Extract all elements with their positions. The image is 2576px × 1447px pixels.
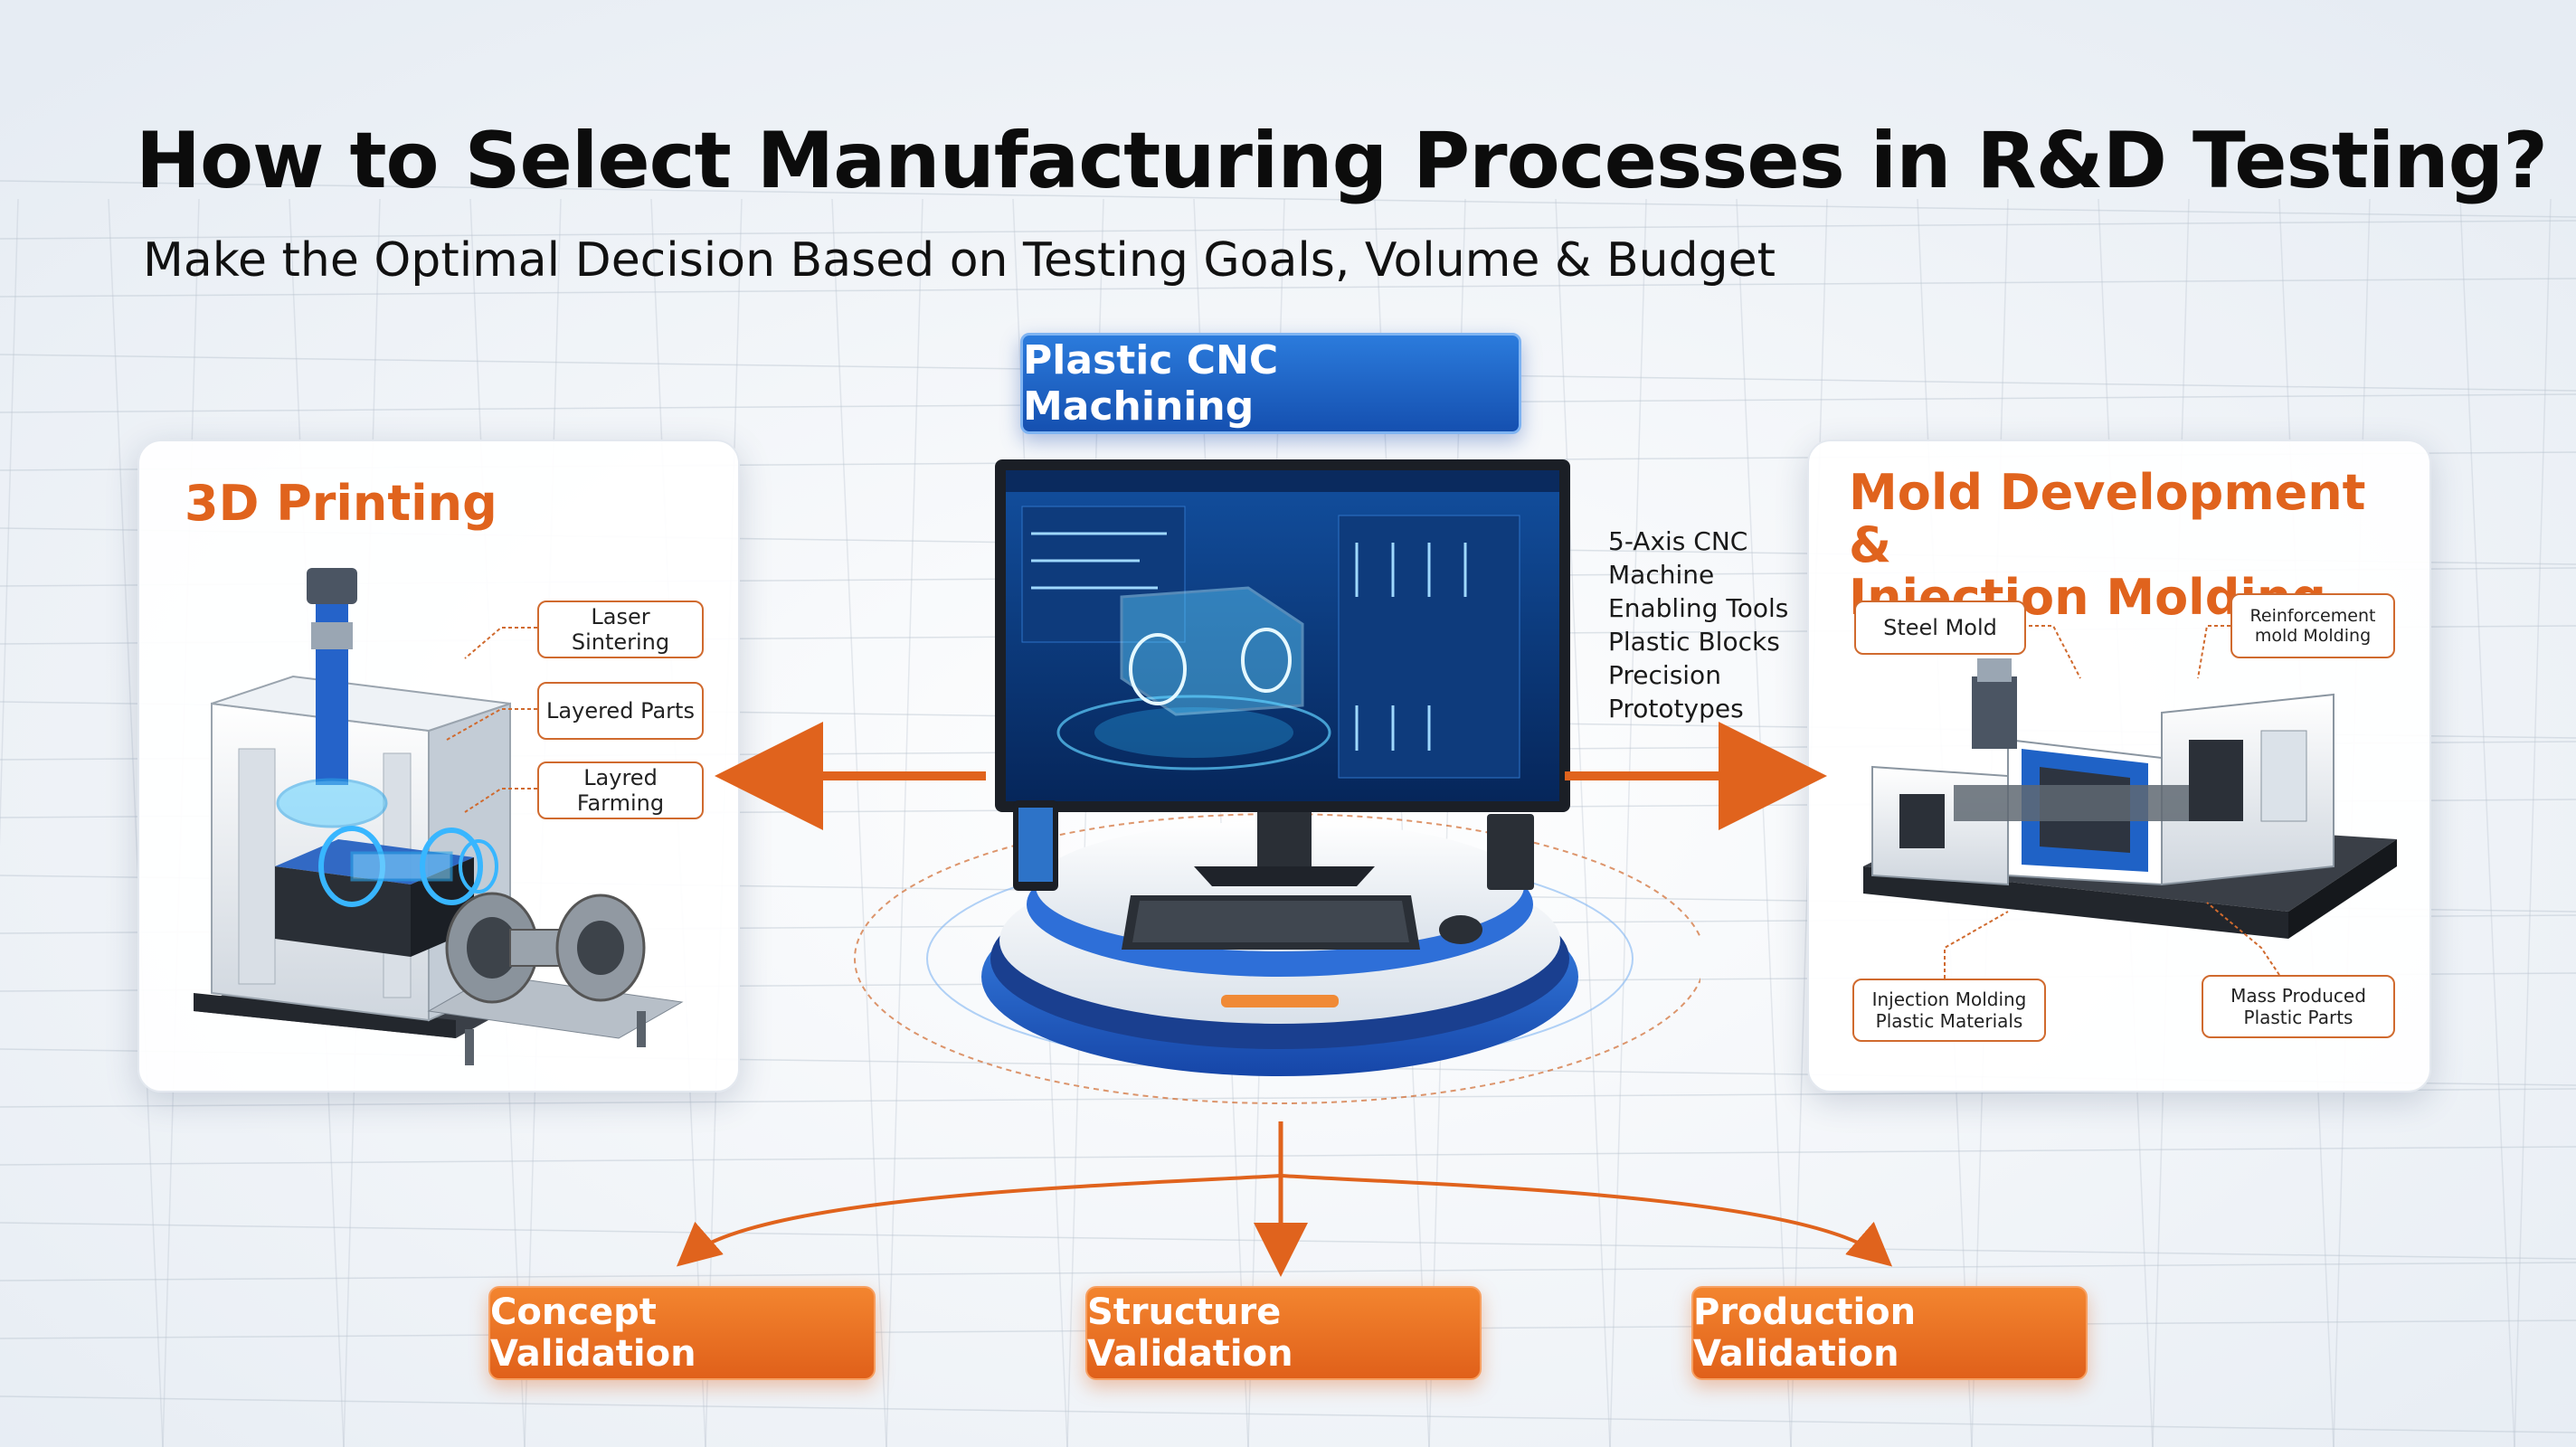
callout-injection-line1: Injection Molding <box>1871 988 2027 1010</box>
cnc-workstation <box>854 459 1700 1104</box>
callout-layred-farming: Layred Farming <box>537 761 704 819</box>
speaker-icon <box>1487 814 1534 890</box>
feature-line: Enabling Tools <box>1608 593 1789 623</box>
panel-mold-development: Mold Development & Injection Molding <box>1807 440 2431 1092</box>
feature-line: Machine <box>1608 560 1715 590</box>
left-callout-leaders <box>446 627 537 813</box>
stage-production-validation: Production Validation <box>1691 1286 2088 1380</box>
callout-steel-mold: Steel Mold <box>1854 601 2026 655</box>
screen-hologram-part-icon <box>1056 586 1331 771</box>
callout-laser-sintering: Laser Sintering <box>537 601 704 658</box>
mouse-icon <box>1439 915 1482 944</box>
panel-title-3d-printing: 3D Printing <box>185 475 497 532</box>
callout-injection-line2: Plastic Materials <box>1875 1010 2023 1032</box>
cnc-monitor-icon <box>995 459 1570 886</box>
plastic-cnc-badge: Plastic CNC Machining <box>1020 333 1521 434</box>
feature-line: Plastic Blocks <box>1608 627 1780 657</box>
cnc-feature-list: 5-Axis CNC Machine Enabling Tools Plasti… <box>1608 525 1788 725</box>
callout-injection-molding-materials: Injection Molding Plastic Materials <box>1852 979 2046 1042</box>
feature-line: Precision <box>1608 660 1721 690</box>
callout-reinforcement-line2: mold Molding <box>2254 626 2372 646</box>
phone-icon <box>1013 800 1058 891</box>
callout-mass-line2: Plastic Parts <box>2243 1007 2353 1028</box>
arrow-to-concept-validation <box>676 1174 1282 1267</box>
injection-molding-machine-icon <box>1863 658 2397 939</box>
arrow-to-production-validation <box>1280 1174 1893 1267</box>
panel-title-line1: Mold Development & <box>1849 464 2366 573</box>
callout-mass-produced-parts: Mass Produced Plastic Parts <box>2202 975 2395 1038</box>
callout-reinforcement-molding: Reinforcement mold Molding <box>2230 593 2395 658</box>
stage-concept-validation: Concept Validation <box>488 1286 876 1380</box>
right-callout-leaders <box>1944 625 2280 979</box>
panel-title-mold-development: Mold Development & Injection Molding <box>1849 467 2410 624</box>
keyboard-icon <box>1122 895 1420 950</box>
hologram-part-icon <box>318 826 498 907</box>
printed-part-icon <box>427 892 684 1065</box>
feature-line: Prototypes <box>1608 694 1744 724</box>
callout-mass-line1: Mass Produced <box>2230 985 2366 1007</box>
panel-3d-printing: 3D Printing <box>137 440 740 1092</box>
callout-layered-parts: Layered Parts <box>537 682 704 740</box>
page-subtitle: Make the Optimal Decision Based on Testi… <box>143 233 1776 288</box>
stage-structure-validation: Structure Validation <box>1085 1286 1482 1380</box>
page-title: How to Select Manufacturing Processes in… <box>136 116 2548 206</box>
feature-line: 5-Axis CNC <box>1608 526 1748 556</box>
callout-reinforcement-line1: Reinforcement <box>2249 606 2376 626</box>
